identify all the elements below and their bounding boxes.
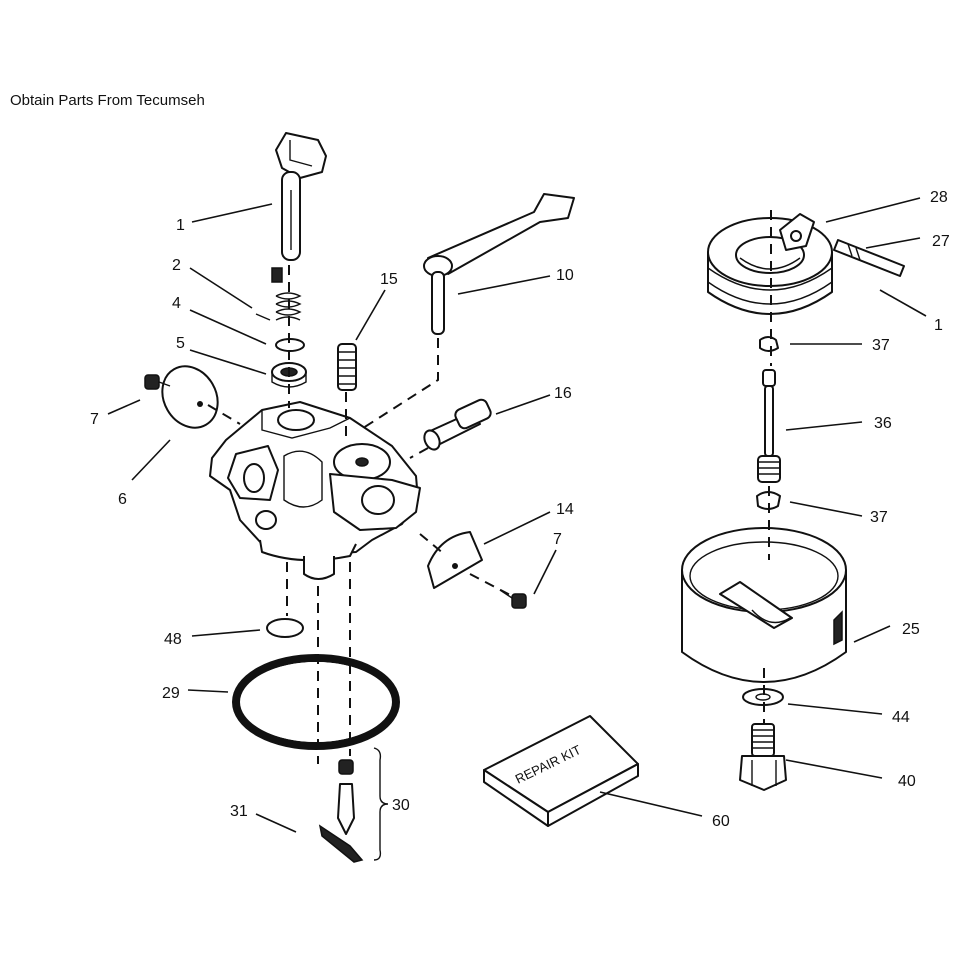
part-float-hinge bbox=[779, 213, 815, 251]
part-screw-left bbox=[144, 374, 171, 390]
callout-7: 7 bbox=[90, 411, 99, 428]
callout-30: 30 bbox=[392, 797, 410, 814]
callout-28: 28 bbox=[930, 189, 948, 206]
part-fuel-fitting bbox=[423, 398, 492, 451]
part-float-bowl bbox=[681, 527, 847, 683]
part-gasket-small bbox=[266, 618, 304, 638]
part-repair-kit: REPAIR KIT bbox=[483, 715, 639, 827]
callout-40: 40 bbox=[898, 773, 916, 790]
callout-1: 1 bbox=[176, 217, 185, 234]
callout-10: 10 bbox=[556, 267, 574, 284]
callout-31: 31 bbox=[230, 803, 248, 820]
callout-48: 48 bbox=[164, 631, 182, 648]
diagram-header: Obtain Parts From Tecumseh bbox=[10, 92, 205, 109]
leader-lines bbox=[107, 197, 927, 833]
callout-numbers: 1 2 4 5 7 6 15 10 16 14 7 48 29 30 31 60… bbox=[90, 189, 950, 830]
part-inlet-needle bbox=[318, 759, 364, 863]
callout-25: 25 bbox=[902, 621, 920, 638]
part-main-jet-tube bbox=[757, 369, 781, 483]
part-choke-plate bbox=[427, 531, 483, 589]
part-idle-screw bbox=[337, 343, 357, 391]
part-bowl-gasket bbox=[232, 654, 400, 750]
part-hinge-pin bbox=[833, 239, 905, 277]
callout-37b: 37 bbox=[870, 509, 888, 526]
callout-1b: 1 bbox=[934, 317, 943, 334]
callout-6: 6 bbox=[118, 491, 127, 508]
callout-14: 14 bbox=[556, 501, 574, 518]
callout-37a: 37 bbox=[872, 337, 890, 354]
part-clip-upper bbox=[759, 336, 779, 352]
part-choke-shaft bbox=[423, 193, 575, 335]
alignment-lines-left bbox=[207, 265, 513, 764]
callout-29: 29 bbox=[162, 685, 180, 702]
bracket-30 bbox=[373, 747, 389, 861]
part-screw-right bbox=[499, 589, 527, 609]
part-throttle-shaft bbox=[275, 132, 327, 261]
part-spring bbox=[255, 267, 302, 321]
callout-2: 2 bbox=[172, 257, 181, 274]
part-throttle-plate bbox=[161, 365, 219, 429]
part-carburetor-body bbox=[209, 401, 421, 580]
callout-4: 4 bbox=[172, 295, 181, 312]
callout-36: 36 bbox=[874, 415, 892, 432]
callout-5: 5 bbox=[176, 335, 185, 352]
alignment-lines-right bbox=[763, 210, 772, 724]
part-clip-lower bbox=[756, 491, 781, 510]
part-bowl-nut bbox=[739, 723, 787, 791]
callout-16: 16 bbox=[554, 385, 572, 402]
callout-15: 15 bbox=[380, 271, 398, 288]
callout-7b: 7 bbox=[553, 531, 562, 548]
callout-60: 60 bbox=[712, 813, 730, 830]
callout-44: 44 bbox=[892, 709, 910, 726]
callout-27: 27 bbox=[932, 233, 950, 250]
